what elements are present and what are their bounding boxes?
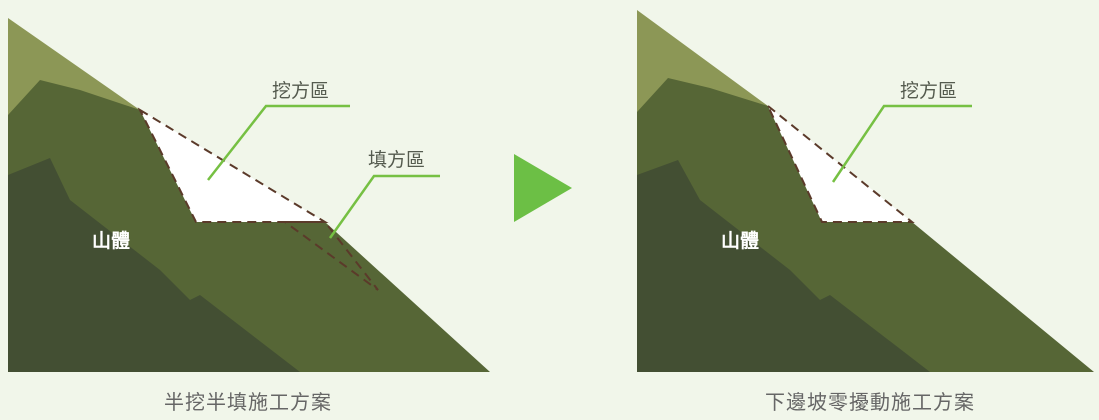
mountain-dark-layer [8,158,300,372]
caption-half-cut-half-fill: 半挖半填施工方案 [164,390,332,414]
cut-zone [767,105,915,223]
cut-zone-label: 挖方區 [272,80,329,102]
cut-zone-label: 挖方區 [900,80,957,102]
cut-callout-line [831,104,972,183]
panel-zero-disturbance: 挖方區 山體 [637,10,1094,372]
cut-zone [137,107,329,223]
fill-zone-label: 填方區 [368,149,425,171]
cut-callout-line [207,104,350,181]
mountain-dark-layer [637,160,930,372]
panel-half-cut-half-fill: 挖方區 填方區 山體 [8,18,490,372]
play-arrow-icon [514,154,572,222]
mountain-mass-label: 山體 [721,230,759,252]
caption-zero-disturbance: 下邊坡零擾動施工方案 [765,390,975,414]
mountain-mass-label: 山體 [92,230,130,252]
fill-zone [281,221,379,291]
fill-callout-line [328,174,440,239]
